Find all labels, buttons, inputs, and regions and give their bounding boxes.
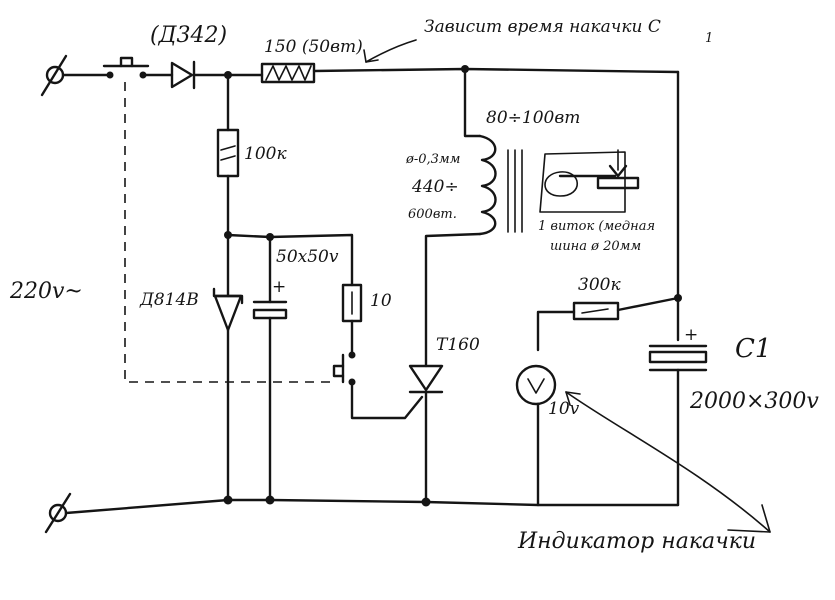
label-supply-voltage: 220v~	[9, 279, 83, 304]
resistor-100k	[216, 128, 240, 178]
thyristor-t160	[408, 364, 444, 394]
voltmeter	[515, 364, 557, 406]
secondary-turn	[539, 149, 640, 213]
wire	[616, 296, 680, 312]
label-resistor-300k: 300к	[578, 275, 621, 295]
label-zener: Д814В	[139, 290, 199, 310]
label-charge-time-subscript: 1	[705, 31, 713, 46]
label-voltmeter: 10v	[548, 399, 580, 419]
mechanical-linkage	[124, 82, 334, 383]
wire	[424, 232, 482, 368]
resistor-150	[260, 62, 316, 84]
label-cap-small-plus: +	[272, 277, 286, 297]
zener-diode-d814v	[212, 287, 244, 332]
label-charge-time-note: Зависит время накачки С	[424, 17, 661, 37]
capacitor-c1	[648, 344, 708, 372]
resistor-10	[341, 283, 363, 323]
label-secondary-1: 1 виток (медная	[538, 219, 655, 234]
push-button-gate	[332, 353, 345, 384]
label-coil-wire: ø-0,3мм	[405, 152, 460, 167]
label-thyristor: Т160	[436, 335, 480, 355]
annotation-arrow-indicator	[565, 391, 771, 533]
label-coil-turns-1: 440÷	[411, 177, 459, 197]
node-dot	[421, 497, 431, 507]
wire	[226, 233, 354, 287]
wire	[463, 67, 482, 138]
bottom-rail-wire	[64, 498, 680, 515]
push-button-switch	[102, 56, 150, 79]
top-rail-wire	[61, 67, 680, 77]
label-resistor-100k: 100к	[244, 144, 287, 164]
label-c1-value: 2000×300v	[689, 389, 819, 414]
wire	[350, 383, 424, 420]
node-dot	[348, 378, 356, 386]
node-dot	[348, 351, 356, 359]
transformer-core	[507, 149, 523, 233]
wire	[536, 310, 576, 352]
diode-d342	[170, 60, 196, 90]
label-coil-turns-2: 600вт.	[408, 207, 457, 222]
label-secondary-2: шина ø 20мм	[550, 239, 641, 254]
label-cap-small: 50x50v	[276, 247, 339, 267]
primary-coil	[478, 134, 497, 236]
node-dot	[265, 495, 275, 505]
label-c1-name: С1	[735, 334, 771, 364]
label-coil-power: 80÷100вт	[486, 108, 580, 128]
label-c1-plus: +	[684, 325, 698, 345]
label-resistor-10: 10	[370, 291, 392, 311]
label-charge-indicator: Индикатор накачки	[517, 529, 756, 554]
capacitor-50x50v	[252, 235, 288, 502]
node-dot	[223, 495, 233, 505]
label-diode: (Д342)	[150, 23, 227, 48]
label-resistor-150: 150 (50вт)	[264, 37, 363, 57]
resistor-300k	[572, 301, 620, 321]
annotation-arrow-charge-time	[363, 39, 417, 63]
